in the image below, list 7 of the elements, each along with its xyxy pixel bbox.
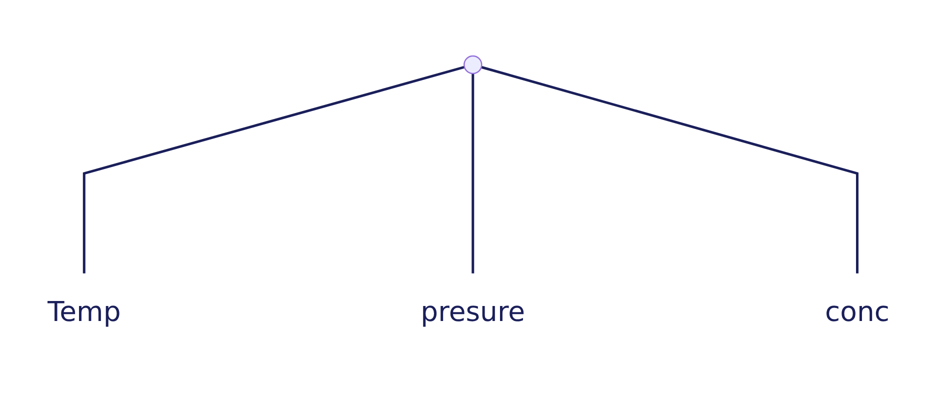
node-circle — [464, 56, 482, 75]
connector — [472, 74, 474, 274]
node-text: presure — [420, 298, 526, 329]
node-text: conc — [825, 298, 890, 329]
connector — [480, 66, 858, 274]
connector — [82, 66, 465, 274]
node-text: Temp — [48, 298, 121, 329]
